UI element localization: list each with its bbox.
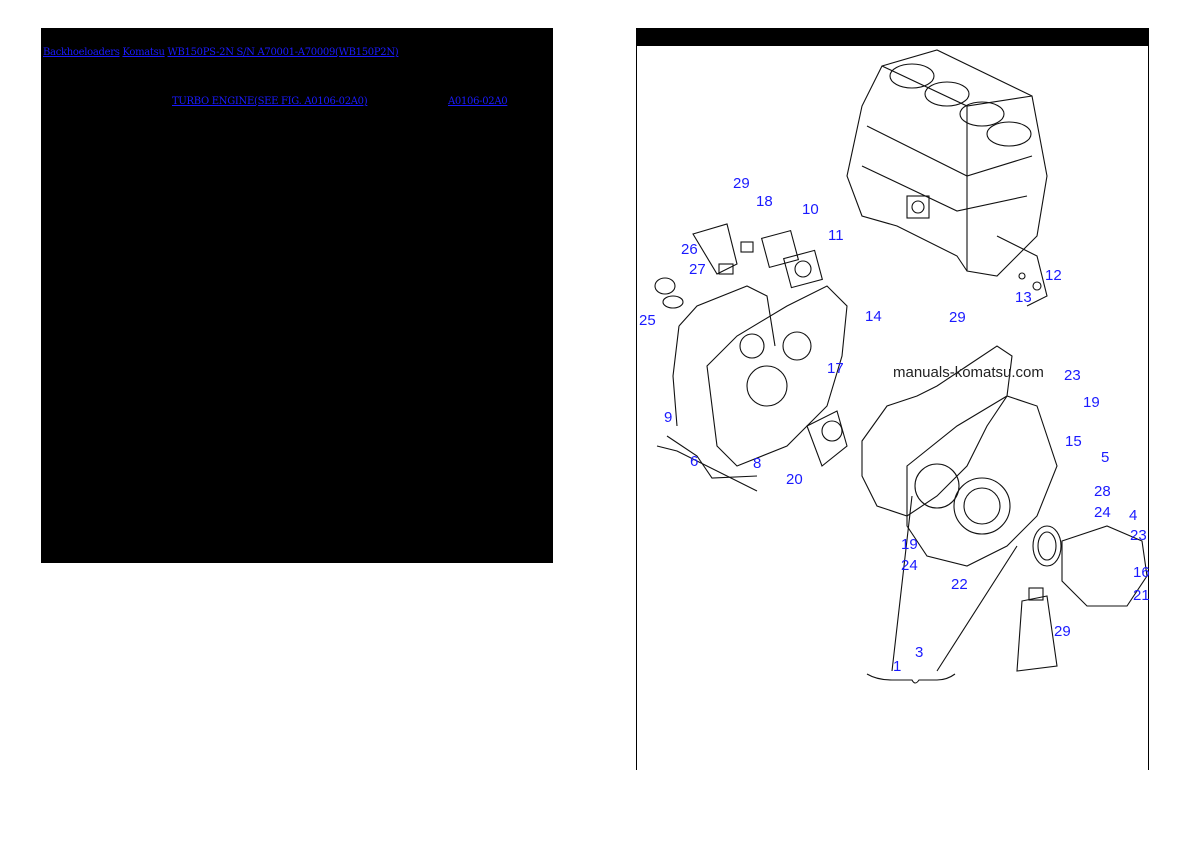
callout-25[interactable]: 25 bbox=[639, 312, 656, 329]
watermark-text: manuals-komatsu.com bbox=[893, 364, 1044, 381]
callout-29c[interactable]: 29 bbox=[1054, 623, 1071, 640]
callout-15[interactable]: 15 bbox=[1065, 433, 1082, 450]
callout-28[interactable]: 28 bbox=[1094, 483, 1111, 500]
breadcrumb: Backhoeloaders Komatsu WB150PS-2N S/N A7… bbox=[43, 47, 399, 58]
diagram-header-bar bbox=[637, 28, 1148, 46]
callout-11[interactable]: 11 bbox=[828, 227, 844, 244]
callout-20[interactable]: 20 bbox=[786, 471, 803, 488]
callout-26[interactable]: 26 bbox=[681, 241, 698, 258]
breadcrumb-category-link[interactable]: Backhoeloaders bbox=[43, 47, 120, 58]
callout-13[interactable]: 13 bbox=[1015, 289, 1032, 306]
callout-24[interactable]: 24 bbox=[1094, 504, 1111, 521]
callout-22[interactable]: 22 bbox=[951, 576, 968, 593]
callout-6[interactable]: 6 bbox=[690, 453, 699, 470]
callout-12[interactable]: 12 bbox=[1045, 267, 1062, 284]
callout-23[interactable]: 23 bbox=[1064, 367, 1081, 384]
parts-diagram: manuals-komatsu.com 29 18 10 11 26 27 25… bbox=[637, 46, 1150, 770]
callout-5[interactable]: 5 bbox=[1101, 449, 1110, 466]
callout-17[interactable]: 17 bbox=[827, 360, 844, 377]
callout-19[interactable]: 19 bbox=[1083, 394, 1100, 411]
part-group-code-link[interactable]: A0106-02A0 bbox=[448, 96, 508, 107]
callout-23b[interactable]: 23 bbox=[1130, 527, 1147, 544]
callout-4[interactable]: 4 bbox=[1129, 507, 1138, 524]
callout-29[interactable]: 29 bbox=[733, 175, 750, 192]
callout-14[interactable]: 14 bbox=[865, 308, 882, 325]
callout-24b[interactable]: 24 bbox=[901, 557, 918, 574]
callout-10[interactable]: 10 bbox=[802, 201, 819, 218]
callout-3[interactable]: 3 bbox=[915, 644, 924, 661]
callout-29b[interactable]: 29 bbox=[949, 309, 966, 326]
exploded-parts-illustration bbox=[654, 49, 1148, 684]
callout-27[interactable]: 27 bbox=[689, 261, 706, 278]
callout-19b[interactable]: 19 bbox=[901, 536, 918, 553]
diagram-panel: manuals-komatsu.com 29 18 10 11 26 27 25… bbox=[636, 28, 1150, 770]
callout-16[interactable]: 16 bbox=[1133, 564, 1150, 581]
callout-1[interactable]: 1 bbox=[893, 658, 902, 675]
breadcrumb-model-link[interactable]: WB150PS-2N S/N A70001-A70009(WB150P2N) bbox=[167, 47, 399, 58]
callout-8[interactable]: 8 bbox=[753, 455, 762, 472]
part-group-title-link[interactable]: TURBO ENGINE(SEE FIG. A0106-02A0) bbox=[172, 96, 368, 107]
callout-21[interactable]: 21 bbox=[1133, 587, 1150, 604]
callout-18[interactable]: 18 bbox=[756, 193, 773, 210]
callout-9[interactable]: 9 bbox=[664, 409, 673, 426]
parts-info-panel: Backhoeloaders Komatsu WB150PS-2N S/N A7… bbox=[41, 28, 553, 563]
breadcrumb-brand-link[interactable]: Komatsu bbox=[122, 47, 165, 58]
